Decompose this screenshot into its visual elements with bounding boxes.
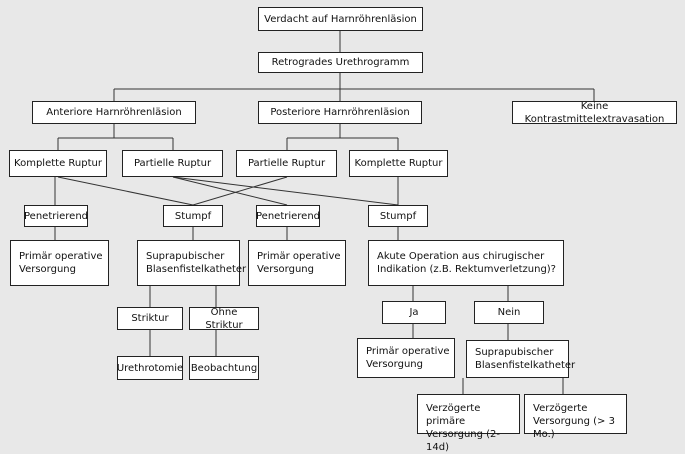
flowchart-canvas: Verdacht auf Harnröhrenläsion Retrograde… bbox=[9, 7, 677, 453]
node-nein: Nein bbox=[474, 301, 544, 324]
node-stumpf-2: Stumpf bbox=[368, 205, 428, 227]
node-partiell-anterior: Partielle Ruptur bbox=[122, 150, 223, 177]
node-ja: Ja bbox=[382, 301, 446, 324]
node-primaer-1: Primär operative Versorgung bbox=[10, 240, 109, 286]
node-verdacht: Verdacht auf Harnröhrenläsion bbox=[258, 7, 423, 31]
node-komplett-anterior: Komplette Ruptur bbox=[9, 150, 107, 177]
node-penetrierend-2: Penetrierend bbox=[256, 205, 320, 227]
node-partiell-posterior: Partielle Ruptur bbox=[236, 150, 337, 177]
node-suprapubisch-2: Suprapubischer Blasenfistelkatheter bbox=[466, 340, 575, 378]
node-beobachtung: Beobachtung bbox=[189, 356, 259, 380]
node-urethrogramm: Retrogrades Urethrogramm bbox=[258, 52, 423, 73]
node-anteriore: Anteriore Harnröhrenläsion bbox=[32, 101, 196, 124]
node-ohne-striktur: Ohne Striktur bbox=[189, 307, 259, 331]
node-komplett-posterior: Komplette Ruptur bbox=[349, 150, 448, 177]
node-posteriore: Posteriore Harnröhrenläsion bbox=[258, 101, 422, 124]
node-suprapubisch-1: Suprapubischer Blasenfistelkatheter bbox=[137, 240, 246, 286]
node-primaer-3: Primär operative Versorgung bbox=[357, 338, 455, 378]
node-akute-operation: Akute Operation aus chirugischer Indikat… bbox=[368, 240, 564, 286]
node-urethrotomie: Urethrotomie bbox=[117, 356, 183, 380]
node-verzoegert-primaer: Verzögerte primäre Versorgung (2-14d) bbox=[417, 394, 520, 453]
node-keine: Keine Kontrastmittelextravasation bbox=[512, 101, 677, 125]
node-penetrierend-1: Penetrierend bbox=[24, 205, 88, 227]
node-primaer-2: Primär operative Versorgung bbox=[248, 240, 346, 286]
connector-lines bbox=[54, 31, 595, 394]
node-striktur: Striktur bbox=[117, 307, 183, 330]
node-verzoegert-versorgung: Verzögerte Versorgung (> 3 Mo.) bbox=[524, 394, 627, 440]
node-stumpf-1: Stumpf bbox=[163, 205, 223, 227]
